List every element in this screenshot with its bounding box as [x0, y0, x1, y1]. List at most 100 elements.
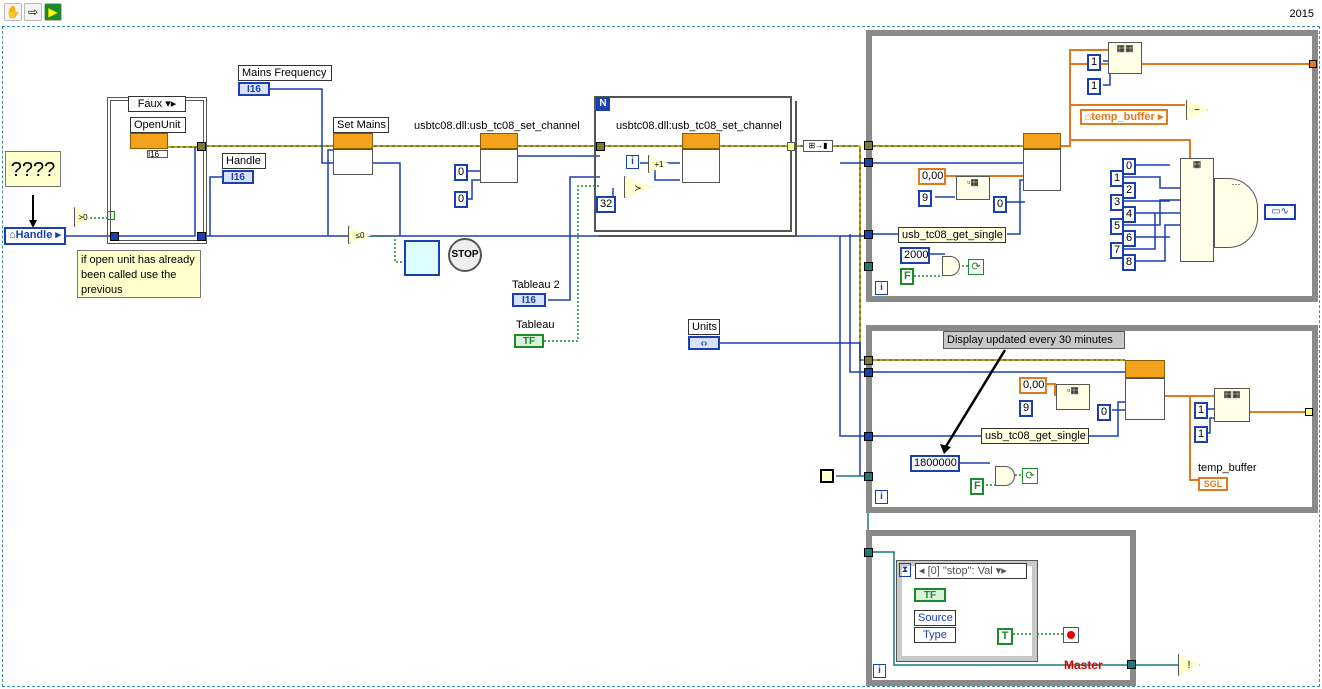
set-channel-2-node[interactable] [682, 133, 720, 149]
set-mains-label: Set Mains [333, 117, 389, 133]
wl3-iteration: i [873, 664, 886, 678]
units-control[interactable]: ‹› [688, 336, 720, 350]
channel-const-0d[interactable]: 0 [1097, 404, 1111, 421]
case-selector[interactable]: Faux ▾▸ [128, 96, 186, 112]
mains-frequency-control[interactable]: I16 [238, 82, 270, 96]
wait-const-2000[interactable]: 2000 [900, 247, 930, 264]
build-array-2-icon: ▦▦ [1214, 388, 1250, 422]
wl2-error-tunnel [864, 356, 873, 365]
wait-const-1800000[interactable]: 1800000 [910, 455, 960, 472]
stop-button-terminal [1063, 627, 1079, 643]
set-mains-node[interactable] [333, 133, 373, 149]
bool-const-f1[interactable]: F [900, 268, 914, 285]
or-icon-1 [942, 256, 960, 276]
version-year: 2015 [1289, 8, 1314, 20]
handle-local-variable[interactable]: ⌂Handle ▸ [4, 227, 66, 245]
tableau2-control[interactable]: I16 [512, 293, 546, 307]
bundle-icon: ⋯ [1214, 178, 1258, 248]
notifier-icon [820, 469, 834, 483]
wl1-output-tunnel [1309, 60, 1317, 68]
loop-condition-2-icon: ⟳ [1022, 468, 1038, 484]
or-icon-2 [995, 466, 1015, 486]
tableau-label: Tableau [516, 319, 555, 331]
temp-buffer-indicator[interactable]: SGL [1198, 477, 1228, 491]
temp-buffer-label: temp_buffer [1198, 462, 1257, 474]
event-selector[interactable]: ◂ [0] "stop": Val ▾▸ [915, 563, 1027, 579]
stop-icon[interactable]: STOP [448, 238, 482, 272]
handle-indicator[interactable]: I16 [222, 170, 254, 184]
size-const-9a[interactable]: 9 [918, 190, 932, 207]
highlight-icon[interactable]: ▶ [44, 3, 62, 21]
get-single-2-terminals [1125, 378, 1165, 420]
wl2-stop-tunnel [864, 472, 873, 481]
array-idx-6[interactable]: 6 [1122, 230, 1136, 247]
run-arrow-icon[interactable]: ⇨ [24, 3, 42, 21]
array-idx-8[interactable]: 8 [1122, 254, 1136, 271]
loop-error-in-tunnel [596, 142, 605, 151]
index-const-1c[interactable]: 1 [1194, 402, 1208, 419]
channel-const-0b[interactable]: 0 [454, 191, 468, 208]
get-single-1-node[interactable] [1023, 133, 1061, 149]
dbl-const-2[interactable]: 0,00 [1019, 377, 1047, 394]
event-type: Type [914, 627, 956, 643]
set-channel-2-label: usbtc08.dll:usb_tc08_set_channel [616, 120, 782, 132]
hand-tool-icon[interactable]: ✋ [4, 3, 22, 21]
tableau-control[interactable]: TF [514, 334, 544, 348]
array-idx-2[interactable]: 2 [1122, 182, 1136, 199]
channel-const-32[interactable]: 32 [596, 196, 616, 213]
bool-const-t[interactable]: T [997, 628, 1013, 645]
set-channel-1-label: usbtc08.dll:usb_tc08_set_channel [414, 120, 580, 132]
wl1-iteration: i [875, 281, 888, 295]
error-out-tunnel [197, 142, 206, 151]
master-label: Master [1064, 658, 1103, 672]
chart-indicator-icon[interactable]: ▭∿ [1264, 204, 1296, 220]
timeout-icon: ⧗ [899, 563, 911, 577]
wl2-iteration: i [875, 490, 888, 504]
dbl-const-1[interactable]: 0,00 [918, 168, 946, 185]
temp-buffer-local[interactable]: ⌂temp_buffer ▸ [1080, 109, 1168, 125]
handle-indicator-label: Handle [222, 153, 266, 169]
array-idx-5[interactable]: 5 [1110, 218, 1124, 235]
stop-terminal: TF [914, 588, 946, 602]
index-const-1b[interactable]: 1 [1087, 78, 1101, 95]
init-array-1-icon: ▫▦ [956, 176, 990, 200]
array-idx-3[interactable]: 3 [1110, 194, 1124, 211]
handle-in-tunnel [110, 232, 119, 241]
build-array-icon: ▦▦ [1108, 42, 1142, 74]
index-const-1d[interactable]: 1 [1194, 426, 1208, 443]
channel-const-0a[interactable]: 0 [454, 164, 468, 181]
channel-const-0c[interactable]: 0 [993, 196, 1007, 213]
wl1-stop-tunnel [864, 262, 873, 271]
event-source: Source [914, 610, 956, 626]
wl2-output-tunnel [1305, 408, 1313, 416]
set-channel-2-terminals [682, 149, 720, 183]
wl3-out-tunnel [1127, 660, 1136, 669]
loop-error-out-tunnel [787, 142, 795, 151]
set-channel-1-node[interactable] [480, 133, 518, 149]
wl2-units-tunnel [864, 432, 873, 441]
init-array-2-icon: ▫▦ [1056, 384, 1090, 410]
get-single-2-node[interactable] [1125, 360, 1165, 378]
open-unit-comment: if open unit has already been called use… [77, 250, 201, 298]
get-single-2-label: usb_tc08_get_single [981, 428, 1089, 444]
mains-frequency-label: Mains Frequency [238, 65, 332, 81]
array-idx-7[interactable]: 7 [1110, 242, 1124, 259]
error-handler-icon[interactable] [404, 240, 440, 276]
loop-count-terminal: N [596, 97, 610, 111]
size-const-9b[interactable]: 9 [1019, 400, 1033, 417]
array-idx-0[interactable]: 0 [1122, 158, 1136, 175]
toolbar: ✋ ⇨ ▶ 2015 [0, 0, 1322, 26]
set-channel-1-terminals [480, 149, 518, 183]
array-idx-1[interactable]: 1 [1110, 170, 1124, 187]
get-single-1-terminals [1023, 149, 1061, 191]
index-array-icon: ▦ [1180, 158, 1214, 262]
array-idx-4[interactable]: 4 [1122, 206, 1136, 223]
wl2-handle-tunnel [864, 368, 873, 377]
merge-errors-icon: ⊞→▮ [803, 140, 833, 152]
bool-const-f2[interactable]: F [970, 478, 984, 495]
index-const-1a[interactable]: 1 [1087, 54, 1101, 71]
openunit-node[interactable] [130, 133, 168, 149]
tableau2-label: Tableau 2 [512, 279, 560, 291]
block-diagram [2, 26, 1320, 687]
for-loop [594, 96, 792, 232]
